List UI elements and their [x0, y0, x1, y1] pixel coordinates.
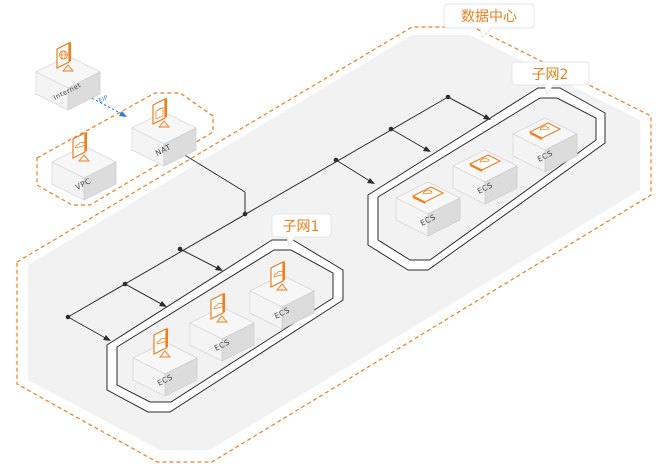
- eip-arrowhead: [119, 111, 127, 117]
- bus-node: [122, 281, 128, 287]
- arrowhead: [103, 335, 111, 341]
- branch-line: [447, 96, 490, 120]
- arrowhead: [215, 265, 223, 271]
- datacenter-label: 数据中心: [443, 3, 535, 38]
- nat-uplink: [182, 153, 246, 193]
- branch-line: [67, 316, 110, 341]
- cloud-icon: [273, 270, 284, 278]
- subnet2-ecs-1[interactable]: ECS: [395, 181, 461, 237]
- subnet2-ecs-3[interactable]: ECS: [512, 117, 578, 173]
- subnet1-ecs-2[interactable]: ECS: [189, 292, 255, 362]
- bus-node: [65, 314, 71, 320]
- branch-line: [179, 248, 222, 271]
- branch-line: [124, 283, 166, 307]
- subnet2-label: 子网2: [511, 61, 590, 96]
- arrowhead: [483, 114, 491, 120]
- nat-node[interactable]: NAT: [131, 97, 197, 167]
- cloud-icon: [75, 141, 86, 149]
- cloud-icon: [422, 189, 433, 195]
- svg-text:子网2: 子网2: [532, 67, 569, 83]
- bus-node: [333, 157, 339, 163]
- cloud-icon: [213, 302, 224, 310]
- vpc-node[interactable]: VPC: [51, 131, 117, 201]
- main-bus-line: [67, 96, 449, 318]
- cloud-icon: [479, 157, 490, 163]
- arrowhead: [159, 301, 167, 307]
- cloud-icon: [539, 125, 550, 131]
- branch-line: [390, 128, 430, 152]
- branch-line: [335, 159, 374, 184]
- arrowhead: [423, 146, 431, 152]
- nat-gateway-icon: [155, 106, 164, 120]
- bus-node: [388, 126, 394, 132]
- internet-node[interactable]: Internet: [35, 41, 101, 111]
- arrowhead: [367, 178, 375, 184]
- eip-line: [83, 93, 125, 116]
- subnet2-ecs-2[interactable]: ECS: [452, 149, 518, 205]
- bus-node: [177, 246, 183, 252]
- svg-text:子网1: 子网1: [283, 219, 320, 235]
- eip-label: EIP: [98, 94, 110, 105]
- cloud-icon: [156, 337, 167, 345]
- datacenter-border: [16, 26, 652, 463]
- network-bus: [65, 94, 491, 341]
- vpc-zone-border: [36, 92, 214, 206]
- svg-text:数据中心: 数据中心: [461, 9, 517, 25]
- subnet1-label: 子网1: [271, 213, 332, 248]
- subnet1-ecs-3[interactable]: ECS: [249, 260, 315, 330]
- globe-icon: [59, 50, 68, 60]
- bus-node: [445, 94, 451, 100]
- eip-link: EIP: [83, 93, 127, 117]
- subnet1-ecs-1[interactable]: ECS: [132, 327, 198, 397]
